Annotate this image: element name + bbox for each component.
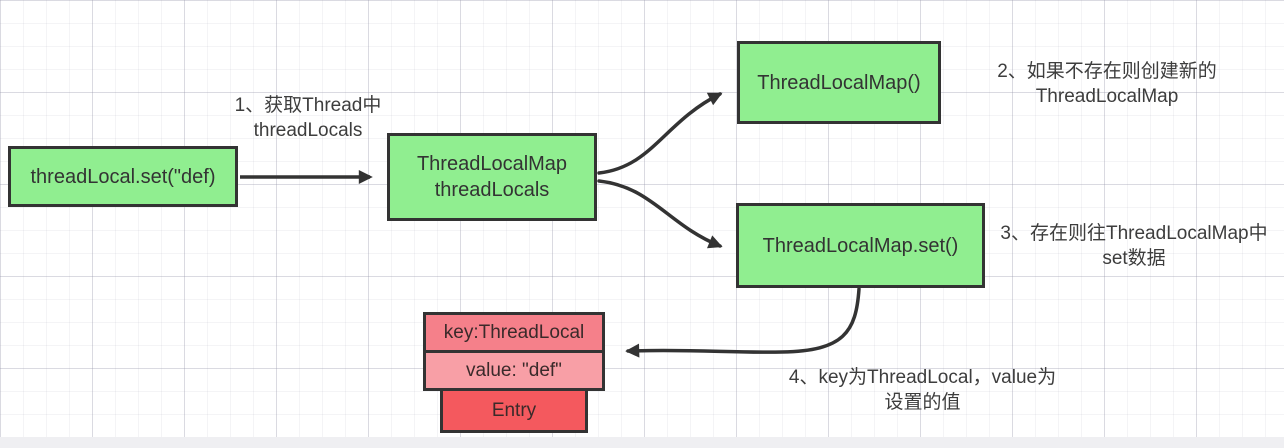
note-1-line1: 1、获取Thread中	[234, 95, 382, 116]
note-2-line2: ThreadLocalMap	[1035, 86, 1179, 107]
node-threadlocals-line2: threadLocals	[434, 179, 550, 201]
note-3: 3、存在则往ThreadLocalMap中 set数据	[984, 221, 1284, 271]
node-threadlocalmap-new-label: ThreadLocalMap()	[757, 71, 921, 94]
note-4: 4、key为ThreadLocal，value为 设置的值	[775, 365, 1070, 415]
node-threadlocalmap-set: ThreadLocalMap.set()	[736, 203, 985, 288]
note-4-line1: 4、key为ThreadLocal，value为	[788, 367, 1057, 388]
node-threadlocal-set-label: threadLocal.set("def)	[30, 165, 216, 188]
node-threadlocal-set: threadLocal.set("def)	[8, 146, 238, 207]
note-3-line1: 3、存在则往ThreadLocalMap中	[1000, 223, 1268, 244]
node-threadlocals: ThreadLocalMap threadLocals	[387, 133, 597, 221]
node-threadlocalmap-set-label: ThreadLocalMap.set()	[762, 234, 959, 257]
node-threadlocals-line1: ThreadLocalMap	[416, 153, 568, 175]
entry-key-cell: key:ThreadLocal	[423, 312, 605, 353]
entry-structure: key:ThreadLocal value: "def" Entry	[423, 312, 605, 433]
note-1: 1、获取Thread中 threadLocals	[216, 93, 400, 143]
note-2-line1: 2、如果不存在则创建新的	[997, 61, 1217, 82]
note-4-line2: 设置的值	[884, 392, 961, 413]
entry-title-cell: Entry	[440, 388, 588, 433]
note-1-line2: threadLocals	[253, 120, 363, 141]
note-2: 2、如果不存在则创建新的 ThreadLocalMap	[946, 59, 1268, 109]
arrow-threadlocals-to-mapnew-icon	[597, 92, 723, 175]
bottom-gray-band	[0, 437, 1284, 448]
entry-title-label: Entry	[491, 399, 537, 421]
entry-key-label: key:ThreadLocal	[443, 321, 585, 343]
node-threadlocalmap-new: ThreadLocalMap()	[737, 41, 941, 124]
arrow-mapset-to-entry-icon	[625, 287, 861, 358]
note-3-line2: set数据	[1102, 248, 1166, 269]
arrow-threadlocals-to-mapset-icon	[597, 179, 723, 249]
entry-value-cell: value: "def"	[423, 350, 605, 391]
entry-value-label: value: "def"	[466, 359, 562, 381]
